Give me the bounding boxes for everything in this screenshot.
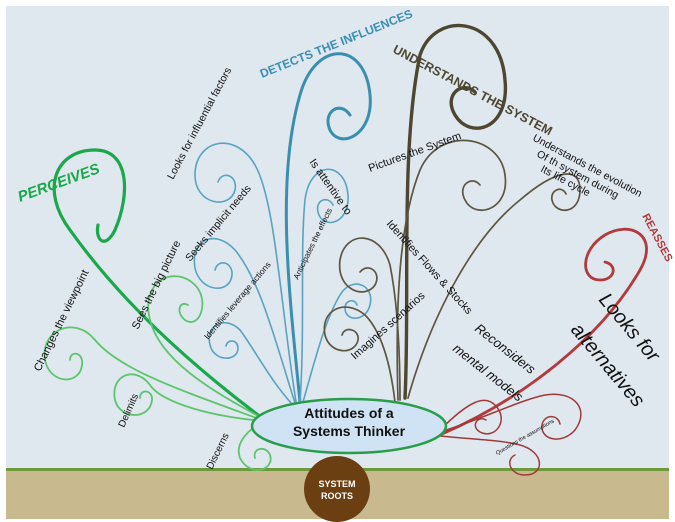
perceives-main-curl bbox=[52, 148, 264, 420]
reasses-alternatives-curl bbox=[439, 393, 582, 440]
center-ellipse bbox=[250, 397, 448, 455]
label-implicit-needs: Seeks implicit needs bbox=[183, 183, 254, 264]
label-big-picture: Sees the big picture bbox=[130, 239, 183, 332]
roots-label-line1: SYSTEM bbox=[318, 479, 356, 489]
detects-anticipates-curl bbox=[302, 283, 372, 403]
center-title-line2: Systems Thinker bbox=[292, 423, 406, 439]
understands-main-curl bbox=[403, 23, 508, 400]
center-title-line1: Attitudes of a bbox=[304, 405, 394, 421]
reasses-main-curl bbox=[440, 227, 648, 436]
detects-implicit-curl bbox=[193, 237, 296, 404]
roots-label-line2: ROOTS bbox=[320, 491, 353, 501]
reasses-mentalmodels-curl bbox=[439, 399, 502, 435]
understands-evolution-curl bbox=[407, 173, 581, 399]
header-detects: DETECTS THE INFLUENCES bbox=[258, 7, 415, 81]
roots-label: SYSTEM ROOTS bbox=[304, 478, 370, 502]
detects-factors-curl bbox=[194, 142, 297, 403]
label-anticipates: Anticipates the effects bbox=[292, 207, 334, 281]
center-title: Attitudes of a Systems Thinker bbox=[258, 404, 440, 440]
roots-circle bbox=[304, 456, 370, 522]
label-discerns: Discerns bbox=[205, 432, 232, 472]
label-delimits: Delimits bbox=[117, 392, 142, 429]
detects-attentive-curl bbox=[299, 168, 349, 403]
label-questions-assumptions: Questions the assumptions bbox=[495, 418, 556, 456]
label-changes-viewpoint: Changes the viewpoint bbox=[32, 268, 92, 373]
perceives-bigpicture-curl bbox=[147, 275, 263, 419]
perceives-discerns-curl bbox=[237, 421, 272, 471]
perceives-delimits-curl bbox=[113, 373, 263, 422]
understands-pictures-curl bbox=[396, 139, 507, 401]
understands-scenarios-curl bbox=[323, 306, 396, 403]
label-scenarios: Imagines scenarios bbox=[349, 290, 428, 363]
perceives-viewpoint-curl bbox=[43, 326, 263, 421]
detects-leverage-curl bbox=[208, 321, 293, 405]
understands-flows-curl bbox=[338, 237, 401, 401]
sky-background bbox=[6, 6, 669, 468]
label-influential-factors: Looks for influential factors bbox=[165, 65, 234, 181]
detects-main-curl bbox=[284, 52, 372, 404]
label-pictures-system: Pictures the System bbox=[367, 130, 463, 175]
reasses-assumptions-curl bbox=[439, 435, 541, 476]
